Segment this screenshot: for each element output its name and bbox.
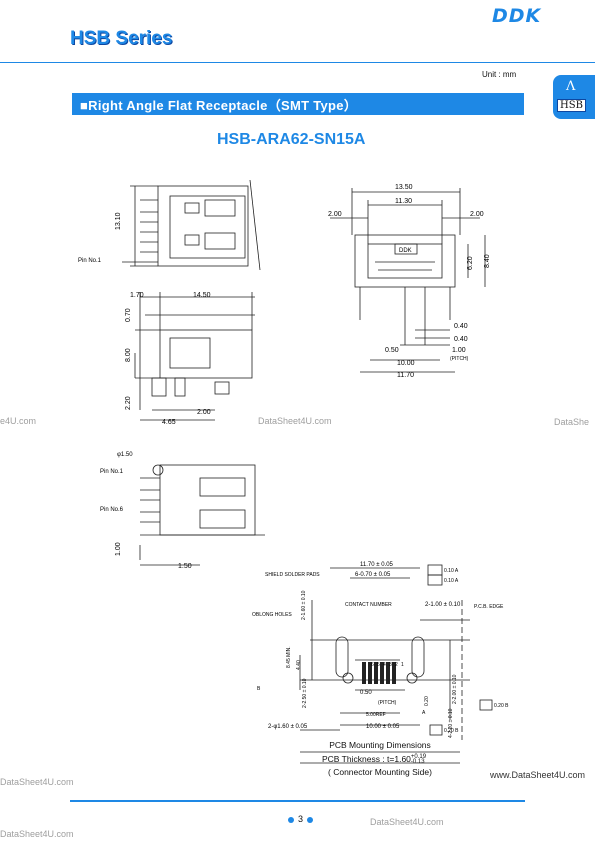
page-dot-icon	[307, 816, 314, 823]
front-pin-label: Pin No.1	[78, 258, 102, 264]
pcb-label: CONTACT NUMBER	[345, 602, 392, 608]
part-number: HSB-ARA62-SN15A	[217, 131, 366, 148]
pcb-dim: 2-φ1.60 ± 0.05	[268, 724, 308, 730]
footer-rule	[70, 800, 525, 802]
top-view	[134, 292, 255, 421]
end-dim: 2.00	[328, 211, 342, 218]
pcb-dim: 0.50	[360, 690, 372, 696]
ddk-logo: DDK	[492, 5, 542, 27]
watermark: e4U.com	[0, 416, 37, 426]
top-dim: 2.20	[125, 396, 132, 410]
side-tab-mark: Λ	[566, 79, 576, 94]
contact-number: 4	[383, 662, 386, 668]
caption-thickness: PCB Thickness : t=1.60+0.19-0.13	[322, 754, 426, 765]
end-dim: 0.50	[385, 347, 399, 354]
end-dim: 0.40	[454, 323, 468, 330]
end-dim: 11.70	[397, 372, 414, 379]
pcb-label: 5.00REF	[366, 712, 386, 718]
top-dim: 2.00	[197, 409, 211, 416]
pcb-dim: 2-2.00 ± 0.10	[452, 674, 458, 704]
end-view	[330, 188, 486, 373]
side-tab-label: HSB	[557, 99, 586, 112]
pcb-dim: 2-1.60 ± 0.10	[301, 590, 307, 620]
tolerance-box: 0.20 B	[494, 703, 509, 709]
unit-label: Unit : mm	[482, 70, 517, 79]
contact-number: 2	[395, 662, 398, 668]
side-view	[139, 464, 265, 566]
side-label: Pin No.6	[100, 507, 124, 513]
top-dim: 1.70	[130, 292, 144, 299]
watermark: DataShe	[554, 417, 590, 427]
pcb-dim: 4-2.20 ± 0.10	[448, 708, 454, 738]
page-number: 3	[298, 814, 304, 824]
contact-pads	[362, 662, 396, 684]
datum-a: A	[422, 710, 426, 716]
pcb-dim: 8.45 MIN.	[286, 646, 292, 668]
pcb-dim: 11.70 ± 0.05	[360, 562, 394, 568]
datum-b: B	[257, 686, 261, 692]
contact-number: 1	[401, 662, 404, 668]
caption-thickness-text: PCB Thickness : t=1.60	[322, 754, 411, 764]
header-rule	[0, 62, 595, 63]
caption-tol-minus: -0.13	[410, 758, 425, 765]
section-title: ■Right Angle Flat Receptacle（SMT Type）	[80, 98, 358, 113]
pcb-label: P.C.B. EDGE	[474, 604, 504, 610]
watermark: DataSheet4U.com	[0, 829, 74, 839]
contact-number: 5	[377, 662, 380, 668]
series-title: HSB Series	[70, 28, 173, 49]
page-indicator: 3	[284, 814, 317, 824]
front-view	[122, 179, 261, 271]
caption-title: PCB Mounting Dimensions	[329, 740, 431, 750]
top-dim: 4.65	[162, 419, 176, 426]
pcb-label: OBLONG HOLES	[252, 612, 292, 618]
end-dim: 10.00	[397, 360, 415, 367]
end-dim: 11.30	[395, 198, 412, 205]
watermark: DataSheet4U.com	[0, 777, 74, 787]
side-label: φ1.50	[117, 452, 133, 458]
side-dim: 1.00	[115, 542, 122, 556]
tolerance-box: 0.10 A	[444, 568, 459, 574]
pcb-layout	[299, 564, 493, 740]
watermark: DataSheet4U.com	[258, 416, 332, 426]
end-dim: 8.40	[484, 254, 491, 268]
caption-tol-plus: +0.19	[410, 753, 427, 760]
end-dim: 0.40	[454, 336, 468, 343]
end-dim: 1.00	[452, 347, 466, 354]
pcb-dim: 6-0.70 ± 0.05	[355, 572, 391, 578]
contact-number: 6	[371, 662, 374, 668]
side-dim: 1.50	[178, 563, 192, 570]
watermark: DataSheet4U.com	[370, 817, 444, 827]
section-bar	[72, 93, 524, 115]
top-dim: 0.70	[125, 308, 132, 322]
pcb-dim: 4.40	[296, 660, 302, 670]
top-dim: 14.50	[193, 292, 211, 299]
pcb-label: SHIELD SOLDER PADS	[265, 572, 320, 578]
pcb-dim: 0.20	[424, 696, 430, 706]
pcb-dim: 2-2.50 ± 0.10	[302, 678, 308, 708]
page-dot-icon	[288, 816, 294, 823]
tolerance-box: 0.10 A	[444, 578, 459, 584]
pcb-label: (PITCH)	[378, 700, 397, 706]
pcb-dim: 2-1.00 ± 0.10	[425, 602, 461, 608]
end-ddk-logo: DDK	[399, 248, 412, 254]
top-dim: 8.00	[125, 348, 132, 362]
end-pitch-note: (PITCH)	[450, 356, 469, 362]
side-label: Pin No.1	[100, 469, 124, 475]
end-dim: 6.20	[467, 256, 474, 270]
end-dim: 13.50	[395, 184, 413, 191]
contact-number: 3	[389, 662, 392, 668]
tolerance-box: 0.20 B	[444, 728, 459, 734]
caption-mounting: ( Connector Mounting Side)	[328, 767, 432, 777]
watermark: www.DataSheet4U.com	[490, 770, 586, 780]
pcb-dim: 10.00 ± 0.05	[366, 724, 400, 730]
end-dim: 2.00	[470, 211, 484, 218]
front-dim-height: 13.10	[115, 212, 122, 230]
